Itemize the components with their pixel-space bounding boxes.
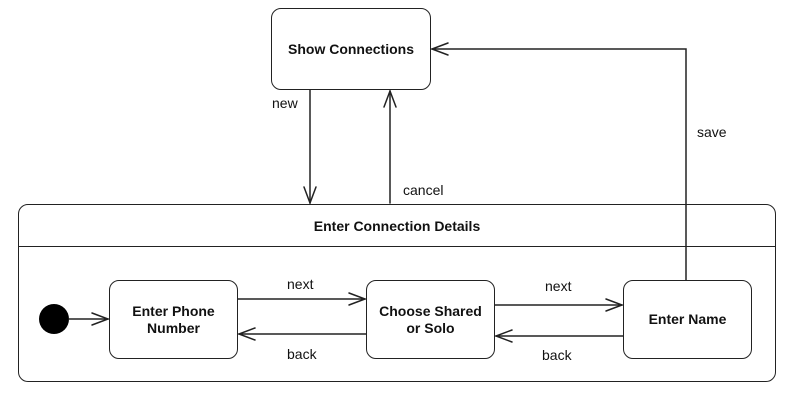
back-arrowhead-1 (236, 327, 256, 341)
enter-name-label: Enter Name (648, 311, 727, 327)
next-transition-label-1: next (287, 276, 314, 292)
choose-shared-label-line1: Choose Shared (379, 302, 482, 319)
enter-phone-label-line2: Number (147, 319, 200, 336)
back-transition-label-1: back (287, 346, 317, 362)
choose-shared-or-solo-state: Choose Shared or Solo (366, 280, 495, 359)
cancel-transition-label: cancel (403, 182, 444, 198)
back-transition-label-2: back (542, 347, 572, 363)
enter-phone-label-line1: Enter Phone (132, 302, 215, 319)
next-arrowhead-1 (348, 292, 368, 306)
choose-shared-label-line2: or Solo (406, 319, 455, 336)
save-transition-label: save (697, 124, 727, 140)
new-arrowhead (303, 186, 317, 206)
show-connections-label: Show Connections (288, 40, 414, 57)
back-arrowhead-2 (493, 329, 513, 343)
initial-state-dot (39, 304, 69, 334)
enter-connection-details-title: Enter Connection Details (19, 205, 775, 247)
new-transition-label: new (272, 95, 298, 111)
enter-name-state: Enter Name (623, 280, 752, 359)
next-arrowhead-2 (605, 298, 625, 312)
save-arrow (431, 48, 687, 281)
initial-arrowhead (91, 312, 111, 326)
enter-phone-number-state: Enter Phone Number (109, 280, 238, 359)
cancel-arrowhead (383, 88, 397, 108)
show-connections-state: Show Connections (271, 8, 431, 90)
save-arrowhead (429, 42, 449, 56)
next-transition-label-2: next (545, 278, 572, 294)
